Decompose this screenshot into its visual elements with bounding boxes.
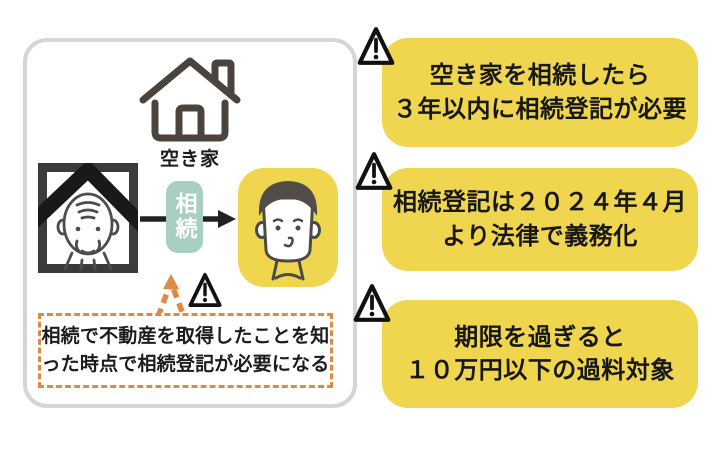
note-box: 相続で不動産を取得したことを知 った時点で相続登記が必要になる (38, 313, 333, 388)
callout-1-line-1: 空き家を相続したら (429, 62, 651, 90)
house-icon (139, 57, 241, 142)
callout-3-line-1: 期限を過ぎると (454, 323, 626, 351)
dashed-arrow-up-icon (155, 274, 187, 318)
house-label: 空き家 (159, 149, 220, 170)
illustration-panel: 空き家 (23, 38, 357, 408)
inheritance-badge: 相続 (166, 181, 203, 253)
callout-three-year-rule: 空き家を相続したら ３年以内に相続登記が必要 (382, 38, 698, 147)
deceased-portrait (38, 163, 138, 273)
young-man-face (255, 181, 321, 281)
inheritance-badge-label: 相続 (172, 192, 198, 242)
warning-icon (355, 152, 393, 190)
warning-icon (353, 284, 391, 322)
callout-law-mandatory: 相続登記は２０２４年４月 より法律で義務化 (382, 168, 698, 271)
callout-3-line-2: １０万円以下の過料対象 (405, 357, 675, 384)
callout-1-line-2: ３年以内に相続登記が必要 (393, 95, 687, 123)
warning-icon (188, 272, 222, 307)
vacant-house-figure: 空き家 (27, 50, 353, 171)
elderly-man-face (56, 192, 120, 271)
callout-2-line-1: 相続登記は２０２４年４月 (393, 189, 687, 217)
callout-penalty: 期限を過ぎると １０万円以下の過料対象 (382, 300, 698, 408)
note-line-2: った時点で相続登記が必要になる (41, 353, 330, 375)
heir-card (238, 168, 338, 287)
warning-icon (357, 27, 395, 65)
mourning-ribbon (38, 163, 138, 232)
note-line-1: 相続で不動産を取得したことを知 (41, 325, 330, 347)
callout-2-line-2: より法律で義務化 (442, 222, 638, 250)
